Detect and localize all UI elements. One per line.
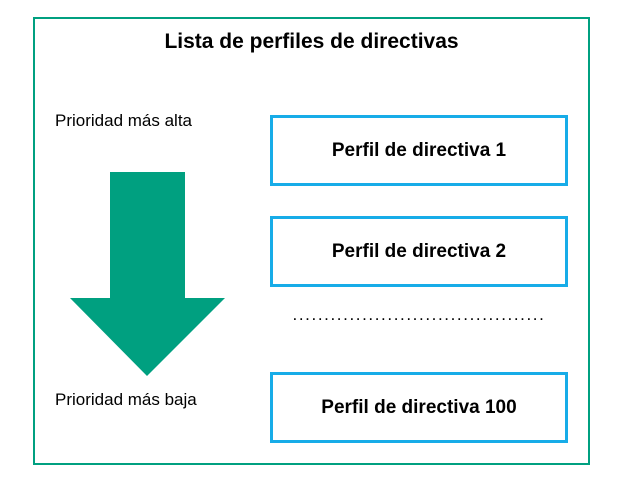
profile-box-label: Perfil de directiva 2 bbox=[331, 240, 507, 262]
profile-box-100[interactable]: Perfil de directiva 100 bbox=[270, 372, 568, 443]
ellipsis-separator: ........................................ bbox=[292, 305, 546, 324]
profile-box-label: Perfil de directiva 100 bbox=[321, 396, 517, 418]
profile-box-label: Perfil de directiva 1 bbox=[331, 139, 507, 161]
arrow-down-icon bbox=[70, 172, 225, 376]
priority-low-label: Prioridad más baja bbox=[55, 390, 197, 409]
profile-box-2[interactable]: Perfil de directiva 2 bbox=[270, 216, 568, 287]
priority-high-label: Prioridad más alta bbox=[55, 111, 193, 130]
page-title: Lista de perfiles de directivas bbox=[164, 30, 459, 53]
profile-box-1[interactable]: Perfil de directiva 1 bbox=[270, 115, 568, 186]
